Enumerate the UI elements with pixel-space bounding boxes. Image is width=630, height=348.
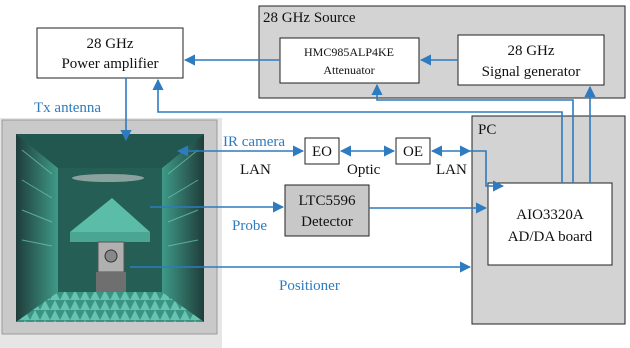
positioner-label: Positioner [279, 278, 340, 294]
ad-da-board-line1: AIO3320A [516, 207, 584, 223]
connections [120, 54, 596, 273]
attenuator-box: HMC985ALP4KE Attenuator [279, 37, 420, 84]
attenuator-line1: HMC985ALP4KE [304, 45, 394, 59]
eo-box: EO [304, 137, 340, 165]
oe-box: OE [395, 137, 431, 165]
power-amplifier-line2: Power amplifier [61, 56, 158, 72]
source-group-label: 28 GHz Source [263, 10, 356, 26]
oe-label: OE [403, 144, 423, 160]
anechoic-chamber-photo [0, 118, 222, 348]
signal-generator-line2: Signal generator [482, 64, 581, 80]
power-amplifier-line1: 28 GHz [86, 36, 133, 52]
oe-to-board-link [470, 150, 505, 192]
signal-generator-box: 28 GHz Signal generator [457, 34, 605, 86]
lan-left-label: LAN [240, 162, 271, 178]
optic-label: Optic [347, 162, 381, 178]
signal-generator-line1: 28 GHz [507, 43, 554, 59]
ad-da-board-box: AIO3320A AD/DA board [487, 182, 613, 266]
lan-right-label: LAN [436, 162, 467, 178]
probe-label: Probe [232, 218, 267, 234]
ad-da-board-line2: AD/DA board [508, 229, 593, 245]
eo-label: EO [312, 144, 332, 160]
detector-line2: Detector [301, 214, 353, 230]
power-amplifier-box: 28 GHz Power amplifier [36, 27, 184, 79]
detector-line1: LTC5596 [299, 193, 356, 209]
attenuator-line2: Attenuator [323, 63, 374, 77]
pc-to-attenuator-line [371, 83, 574, 183]
ir-camera-label: IR camera [223, 134, 285, 150]
detector-box: LTC5596 Detector [284, 184, 370, 237]
pc-label: PC [478, 122, 496, 138]
pc-to-amplifier-line [152, 78, 563, 183]
tx-antenna-label: Tx antenna [34, 100, 101, 116]
